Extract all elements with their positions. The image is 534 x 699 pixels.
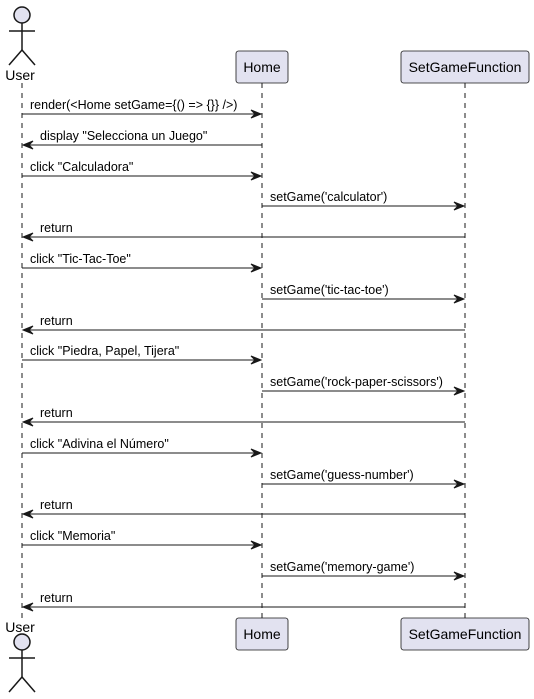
participant-box [235, 617, 289, 651]
arrowhead-icon [21, 602, 34, 612]
actor-left-leg [8, 49, 23, 66]
message-label: setGame('memory-game') [270, 560, 414, 574]
message-label: click "Memoria" [30, 529, 115, 543]
message: setGame('memory-game') [262, 560, 466, 581]
arrowhead-icon [250, 109, 263, 119]
message: return [21, 498, 465, 519]
arrowhead-icon [21, 417, 34, 427]
message-label: click "Piedra, Papel, Tijera" [30, 344, 179, 358]
message: display "Selecciona un Juego" [21, 129, 262, 150]
participant-label: Home [243, 626, 281, 642]
arrowhead-icon [250, 448, 263, 458]
arrowhead-icon [250, 263, 263, 273]
participant-setgame-top: SetGameFunction [400, 50, 530, 84]
message: setGame('rock-paper-scissors') [262, 375, 466, 396]
message-label: setGame('rock-paper-scissors') [270, 375, 443, 389]
message: return [21, 221, 465, 242]
arrowhead-icon [453, 479, 466, 489]
arrowhead-icon [453, 294, 466, 304]
message-label: click "Calculadora" [30, 160, 133, 174]
message: return [21, 591, 465, 612]
arrowhead-icon [250, 171, 263, 181]
message-label: display "Selecciona un Juego" [40, 129, 207, 143]
arrowhead-icon [453, 571, 466, 581]
message-label: return [40, 498, 73, 512]
message-label: render(<Home setGame={() => {}} />) [30, 98, 237, 112]
message: return [21, 406, 465, 427]
participant-label: SetGameFunction [409, 626, 522, 642]
participant-home-bottom: Home [235, 617, 289, 651]
arrowhead-icon [21, 232, 34, 242]
message: click "Calculadora" [22, 160, 263, 181]
arrowhead-icon [453, 201, 466, 211]
arrowhead-icon [21, 325, 34, 335]
actor-left-leg [8, 676, 23, 693]
message-label: setGame('tic-tac-toe') [270, 283, 389, 297]
message: setGame('calculator') [262, 190, 466, 211]
participant-box [400, 617, 530, 651]
participant-home-top: Home [235, 50, 289, 84]
message-label: return [40, 314, 73, 328]
actor-head [13, 633, 31, 651]
arrowhead-icon [21, 140, 34, 150]
participant-box [400, 50, 530, 84]
message: click "Tic-Tac-Toe" [22, 252, 263, 273]
participant-setgame-bottom: SetGameFunction [400, 617, 530, 651]
message-label: return [40, 591, 73, 605]
message-label: setGame('guess-number') [270, 468, 414, 482]
message-label: click "Adivina el Número" [30, 437, 169, 451]
message: setGame('tic-tac-toe') [262, 283, 466, 304]
message-label: return [40, 221, 73, 235]
message-label: click "Tic-Tac-Toe" [30, 252, 131, 266]
arrowhead-icon [250, 540, 263, 550]
actor-head [13, 6, 31, 24]
actor-user-top: User [5, 6, 36, 83]
message: click "Piedra, Papel, Tijera" [22, 344, 263, 365]
message-label: return [40, 406, 73, 420]
message: render(<Home setGame={() => {}} />) [22, 98, 263, 119]
arrowhead-icon [250, 355, 263, 365]
participant-box [235, 50, 289, 84]
actor-right-leg [21, 49, 36, 66]
message-label: setGame('calculator') [270, 190, 387, 204]
participant-label: Home [243, 59, 281, 75]
message: return [21, 314, 465, 335]
arrowhead-icon [21, 509, 34, 519]
participant-label: SetGameFunction [409, 59, 522, 75]
message: click "Memoria" [22, 529, 263, 550]
message: click "Adivina el Número" [22, 437, 263, 458]
message: setGame('guess-number') [262, 468, 466, 489]
actor-right-leg [21, 676, 36, 693]
actor-user-bottom: User [5, 619, 36, 693]
actor-label: User [5, 619, 35, 635]
arrowhead-icon [453, 386, 466, 396]
actor-label: User [5, 67, 35, 83]
